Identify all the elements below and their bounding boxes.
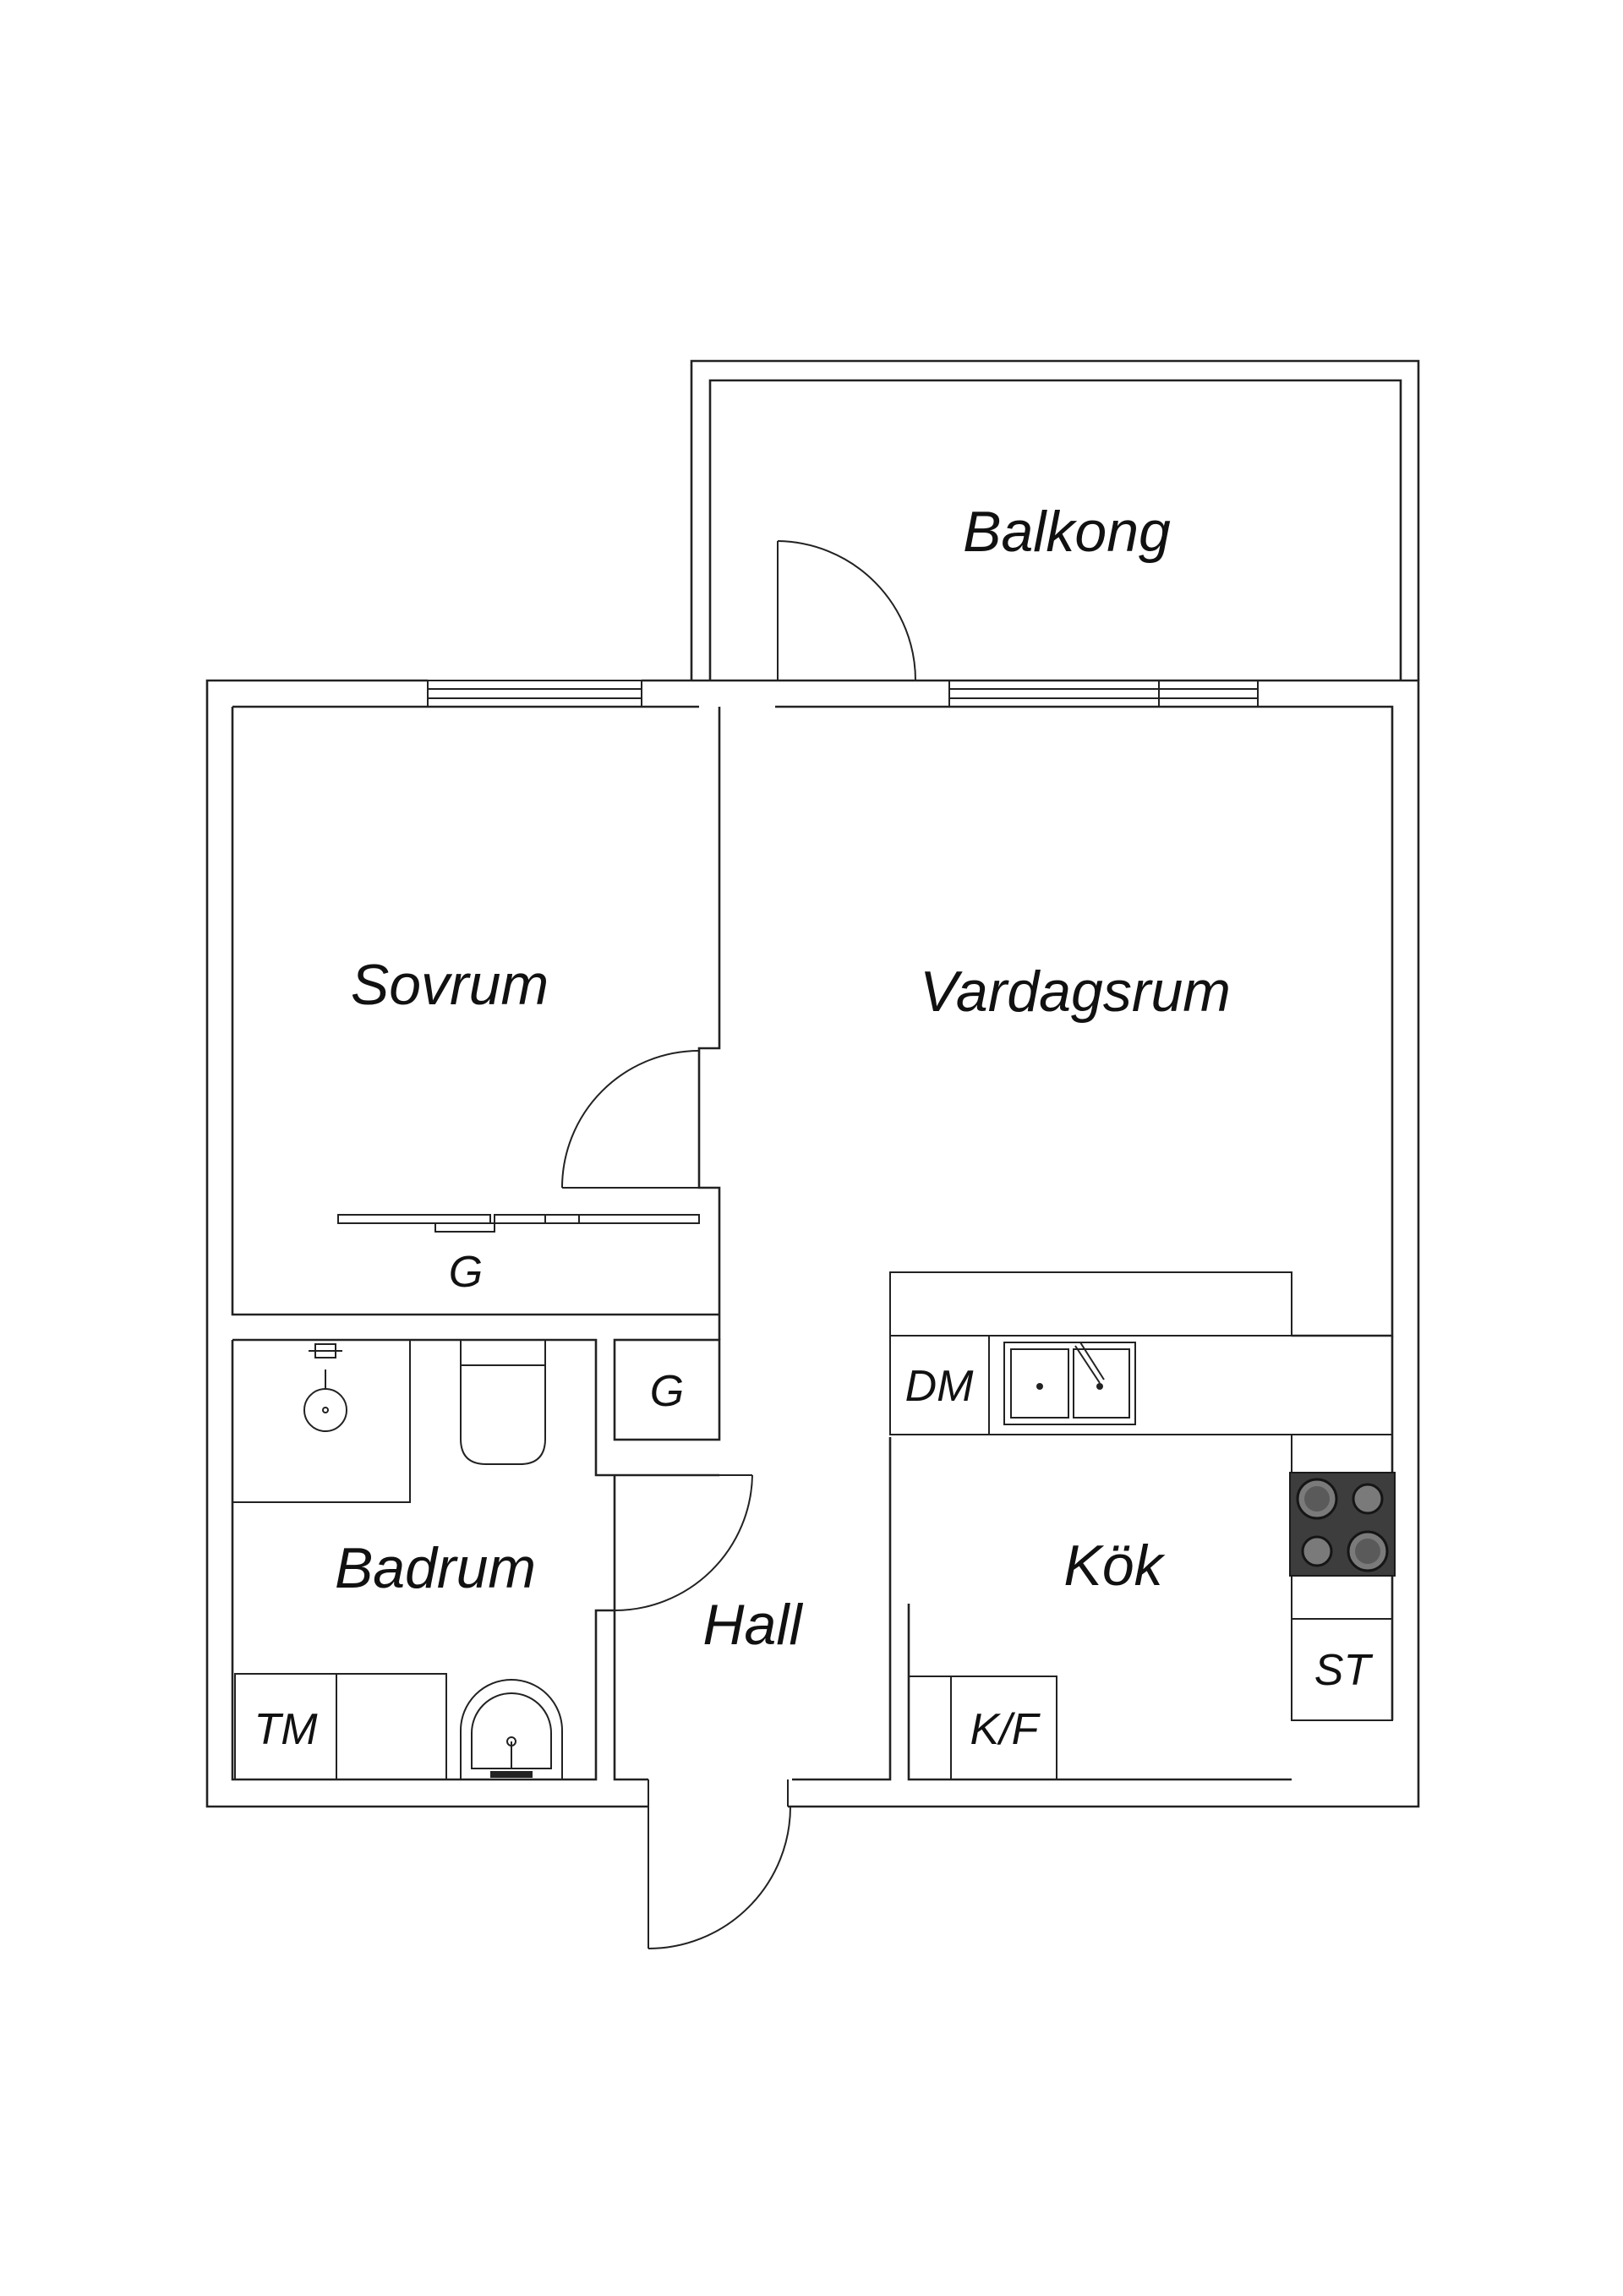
room-label-balkong: Balkong [963,500,1171,564]
washing-machine-label: TM [254,1705,318,1754]
entrance-door [648,1779,791,1949]
hall-closet [613,1338,721,1441]
bedroom-window [427,680,642,708]
bedroom-wardrobe [337,1214,700,1233]
kitchen-upper-counter [889,1271,1292,1337]
hall-walls [613,1437,892,1781]
broom-cabinet [1291,1618,1393,1721]
room-label-kok: Kök [1063,1533,1165,1598]
bathroom-cabinet [336,1673,447,1780]
broom-cabinet-label: ST [1314,1646,1374,1695]
room-label-sovrum: Sovrum [351,953,549,1017]
toilet [460,1339,546,1465]
room-label-badrum: Badrum [335,1536,536,1600]
fridge-freezer-label: K/F [970,1705,1041,1754]
stove [1289,1472,1396,1577]
shower [232,1339,411,1503]
room-label-vardagsrum: Vardagsrum [920,959,1231,1024]
kitchen-sink [1003,1342,1136,1425]
fridge-freezer [908,1676,1057,1780]
outer-walls [205,679,1420,1808]
balcony-door [777,540,916,681]
hall-bathroom-door [614,1474,753,1611]
dishwasher-label: DM [905,1362,975,1411]
living-room-window [948,680,1259,708]
bathroom-sink [460,1679,563,1779]
bedroom-door [561,1050,700,1189]
dishwasher [889,1335,990,1435]
wardrobe-label-bedroom: G [449,1248,483,1297]
bedroom-walls [231,705,719,1316]
room-label-hall: Hall [702,1593,803,1657]
wardrobe-label-hall: G [650,1367,684,1416]
balcony [690,359,1420,681]
